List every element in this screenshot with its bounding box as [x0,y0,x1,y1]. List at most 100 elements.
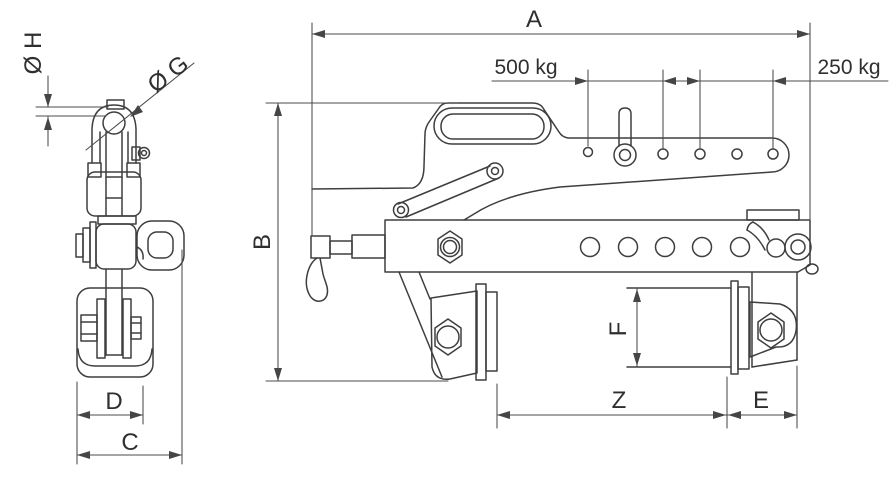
shackle [91,99,151,164]
screw-end-cap [310,235,331,259]
label-dimension-z: Z [612,387,627,414]
top-plate [311,102,790,221]
arrow-right [797,30,810,38]
side-view [75,99,185,378]
beam-hex-nut [437,230,463,264]
arrow-diagonal [130,105,143,117]
right-pad-outer-plate [737,286,750,370]
arrow-right [575,77,588,85]
right-arm-bottom [751,359,798,368]
hanger-hole-5 [767,148,779,160]
dimension-f [633,287,641,368]
arrow-left [773,77,786,85]
beam-nut-bore [442,239,458,255]
dimension-z-e [496,365,798,429]
lever-pin-lower [396,205,406,215]
label-load-500kg: 500 kg [494,56,557,79]
right-jaw-bracket [749,301,798,358]
axle-nut [130,316,142,340]
middle-block-body [95,223,137,270]
shackle-eye-hole [102,111,126,135]
screw-handle [305,257,329,302]
middle-block-plate [97,215,137,225]
arrow-left [77,451,90,459]
beam-hole-2 [617,236,639,258]
arrow-right [713,411,726,419]
clamp-screw [305,234,386,302]
arrow-down [274,368,282,381]
dimension-a [311,22,811,237]
keyhole-slot [618,107,632,147]
side-bolt-washer [82,227,91,263]
dimension-dia-h [35,75,109,147]
label-dimension-c: C [121,429,138,456]
beam-hole-1 [579,236,601,258]
arrow-right [130,411,143,419]
hanger-hole-2 [657,148,669,160]
lifting-eye-hole [147,231,174,259]
shackle-pin-center [140,149,148,157]
left-jaw-arm-edge [398,271,443,378]
arrow-right [169,451,182,459]
arrow-up [633,289,641,302]
clip-pin [766,238,786,258]
right-jaw-hex-bolt [757,312,785,349]
swivel-joint [86,131,142,217]
clip-arm-bend [746,221,754,231]
r-clip [746,221,812,261]
dimension-c [76,249,183,465]
roller-block [76,287,154,378]
roller-block-housing [76,287,154,378]
dimension-b [265,102,459,382]
arrow-left [728,411,741,419]
front-view [305,102,819,381]
clip-ring-inner [790,239,806,255]
swivel-ear-right [126,162,141,178]
side-bolt-head [75,233,84,258]
lever-pin-upper [490,166,500,176]
arrow-left [77,411,90,419]
arrow-left [497,411,510,419]
lower-jaws [398,271,798,381]
shackle-top-cap [106,99,125,110]
clip-arm [746,229,766,251]
clip-arm [752,221,770,241]
screw-collar [351,234,386,259]
beam-outline [384,219,811,273]
swivel-body [86,171,142,217]
clip-ring-outer [784,233,812,261]
right-pad-inner-plate [730,280,739,375]
arrow-left [312,30,325,38]
lever-edge [397,165,491,205]
keyhole-inner [618,148,632,162]
lever-pivot-lower [392,201,410,219]
lever-link [392,162,504,219]
roller-plate-left [96,298,106,359]
label-diameter-h: Ø H [20,32,47,75]
label-dimension-f: F [605,322,632,337]
label-dimension-d: D [105,388,122,415]
side-bolt-flange [89,221,97,269]
arrow-right [687,77,700,85]
right-jaw-bolt-ring [759,318,783,342]
keyhole-outer [613,143,637,167]
screw-shaft [329,240,353,255]
lifting-eye-outer [136,220,185,271]
shackle-pin-boss [131,146,141,161]
hanger-hole-4 [731,148,743,160]
lever-edge [405,177,500,218]
shackle-bow [91,104,137,164]
arrow-up [274,103,282,116]
beam-end-nub [805,263,819,275]
top-plate-outline [311,102,790,221]
beam-hole-3 [654,236,676,258]
beam-top-tab [746,209,800,221]
hanger-hole-1 [582,146,594,158]
handle-slot-outer [433,107,552,145]
dimension-load-holes [491,69,889,149]
swivel-ear-left [87,162,102,178]
side-view-dimensions [35,62,195,465]
middle-block [75,215,185,289]
label-load-250kg: 250 kg [817,56,880,79]
